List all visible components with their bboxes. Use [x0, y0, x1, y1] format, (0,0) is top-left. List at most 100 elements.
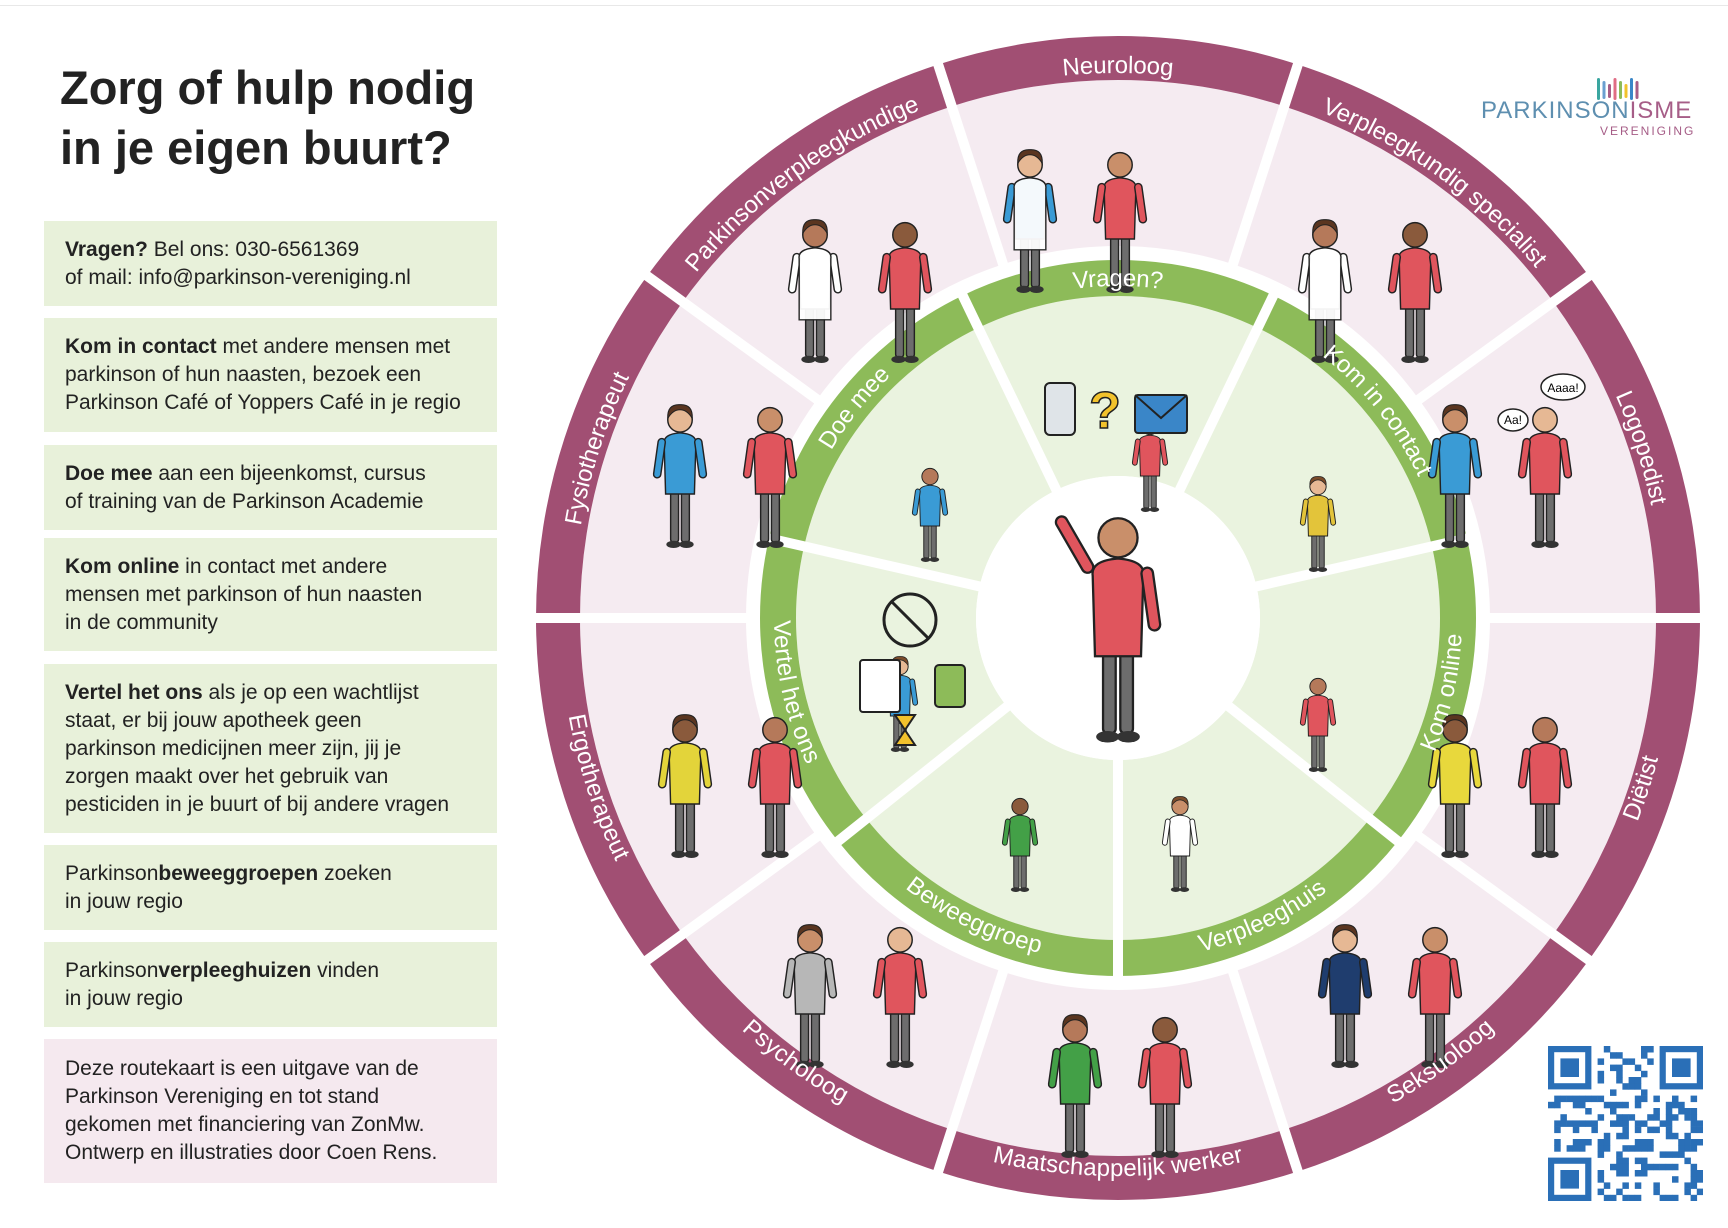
logo-text-b: ISME	[1629, 97, 1693, 124]
illustrations: ?Aaaa!Aa!	[652, 149, 1586, 1158]
dietist-helper-figure	[1427, 714, 1483, 858]
info-box-body: zoeken in jouw regio	[65, 861, 392, 913]
outer-sector-band	[938, 35, 1298, 107]
box-vragen: Vragen? Bel ons: 030-6561369 of mail: in…	[44, 221, 497, 306]
outer-divider	[1227, 968, 1304, 1175]
info-box-bold: verpleeghuizen	[158, 958, 312, 982]
hourglass-icon	[893, 714, 917, 746]
info-box-body: aan een bijeenkomst, cursus of training …	[65, 461, 426, 513]
inner-sector-fill	[1179, 327, 1432, 587]
outer-sector-band	[1553, 275, 1700, 618]
verpleegkundig-specialist-helper-figure	[1297, 219, 1353, 363]
logo-text: PARKINSONISME	[1481, 97, 1692, 125]
inner-sector-band	[1369, 538, 1476, 842]
info-box-prefix: Parkinson	[65, 861, 159, 885]
logo-mark	[1597, 78, 1639, 100]
inner-sector-band	[768, 295, 979, 547]
vertel-icons	[859, 592, 966, 746]
outer-divider	[932, 968, 1009, 1175]
info-box-body: als je op een wachtlijst staat, er bij j…	[65, 680, 450, 816]
box-colofon: Deze routekaart is een uitgave van de Pa…	[44, 1039, 497, 1183]
inner-sector-band	[760, 538, 867, 842]
box-kom-online: Kom online in contact met andere mensen …	[44, 538, 497, 651]
outer-sector-fill	[1232, 836, 1554, 1130]
info-box-bold: Vragen?	[65, 237, 148, 261]
info-box-body: Deze routekaart is een uitgave van de Pa…	[65, 1057, 438, 1164]
info-box-text: Vragen? Bel ons: 030-6561369 of mail: in…	[65, 236, 479, 292]
medicine-crossed-icon	[882, 592, 938, 648]
inner-divider	[1224, 701, 1403, 847]
inner-divider	[957, 291, 1062, 495]
outer-sector-band	[536, 618, 683, 961]
psycholoog-patient-figure	[872, 926, 928, 1068]
ergotherapeut-patient-figure	[747, 716, 803, 858]
inner-figure	[1299, 476, 1337, 572]
spray-poison-icon	[934, 664, 966, 708]
inner-figure	[911, 467, 949, 562]
speech-bubbles: Aaaa! Aa!	[1497, 373, 1586, 432]
outer-sector-band	[1284, 64, 1589, 302]
inner-figure	[1001, 797, 1039, 892]
outer-sector-band	[647, 64, 952, 302]
inner-divider	[765, 533, 983, 592]
seksuoloog-patient-figure	[1407, 926, 1463, 1068]
info-box-body: met andere mensen met parkinson of hun n…	[65, 335, 461, 414]
outer-sector-fill	[951, 971, 1285, 1156]
info-box-body: in contact met andere mensen met parkins…	[65, 554, 423, 634]
title-line-1: Zorg of hulp nodig	[60, 61, 476, 114]
seksuoloog-helper-figure	[1317, 924, 1373, 1068]
main-person-figure	[1054, 515, 1162, 743]
qr-code[interactable]	[1548, 1046, 1703, 1201]
page-title: Zorg of hulp nodig in je eigen buurt?	[60, 58, 530, 178]
ergotherapeut-helper-figure	[657, 714, 713, 858]
info-box-text: Kom online in contact met andere mensen …	[65, 553, 479, 637]
logopedist-helper-figure	[1427, 404, 1483, 548]
info-box-bold: Kom in contact	[65, 335, 217, 358]
outer-sector-fill	[1232, 106, 1554, 400]
logo-subtext: VERENIGING	[1600, 124, 1696, 138]
inner-divider	[1253, 533, 1471, 592]
speech-aaaa: Aaaa!	[1547, 381, 1578, 395]
top-divider	[0, 5, 1728, 6]
outer-sector-band	[1553, 618, 1701, 961]
verpleegkundig-specialist-patient-figure	[1387, 221, 1443, 363]
inner-sector-band	[1118, 818, 1398, 976]
outer-divider	[1414, 270, 1594, 405]
inner-sector-band	[962, 260, 1274, 328]
phone-icon	[1044, 382, 1076, 436]
dietist-patient-figure	[1517, 716, 1573, 858]
inner-sector-fill	[866, 706, 1118, 941]
outer-sector-band	[647, 934, 952, 1172]
info-box-text: Vertel het ons als je op een wachtlijst …	[65, 679, 479, 819]
info-box-bold: Vertel het ons	[65, 680, 203, 704]
info-box-text: Doe mee aan een bijeenkomst, cursus of t…	[65, 460, 479, 516]
inner-figure	[1299, 677, 1337, 772]
info-box-text: Deze routekaart is een uitgave van de Pa…	[65, 1055, 479, 1167]
info-box-text: Kom in contact met andere mensen met par…	[65, 333, 479, 417]
maatschappelijk-werker-helper-figure	[1047, 1014, 1103, 1158]
info-box-body: Bel ons: 030-6561369 of mail: info@parki…	[65, 237, 411, 289]
inner-sector-fill	[1229, 546, 1440, 819]
neuroloog-helper-figure	[1002, 149, 1058, 293]
speech-aa: Aa!	[1504, 413, 1522, 427]
psycholoog-helper-figure	[782, 924, 838, 1068]
box-vertel-het-ons: Vertel het ons als je op een wachtlijst …	[44, 664, 497, 833]
clipboard-icon	[859, 659, 901, 713]
outer-divider	[642, 270, 822, 405]
neuroloog-patient-figure	[1092, 151, 1148, 293]
inner-divider	[833, 701, 1012, 847]
outer-label: Neuroloog	[1061, 52, 1174, 82]
outer-sector-band	[536, 275, 683, 618]
title-line-2: in je eigen buurt?	[60, 121, 452, 174]
logopedist-patient-figure	[1517, 406, 1573, 548]
inner-sector-fill	[978, 296, 1258, 491]
info-box-text: Parkinsonverpleeghuizen vinden in jouw r…	[65, 957, 479, 1013]
info-box-body: vinden in jouw regio	[65, 958, 379, 1010]
inner-sector-band	[838, 818, 1118, 976]
info-box-bold: Doe mee	[65, 461, 153, 485]
box-doe-mee: Doe mee aan een bijeenkomst, cursus of t…	[44, 445, 497, 530]
outer-sector-fill	[682, 836, 1004, 1130]
envelope-icon	[1134, 394, 1188, 434]
parkinsonverpleegkundige-patient-figure	[877, 221, 933, 363]
